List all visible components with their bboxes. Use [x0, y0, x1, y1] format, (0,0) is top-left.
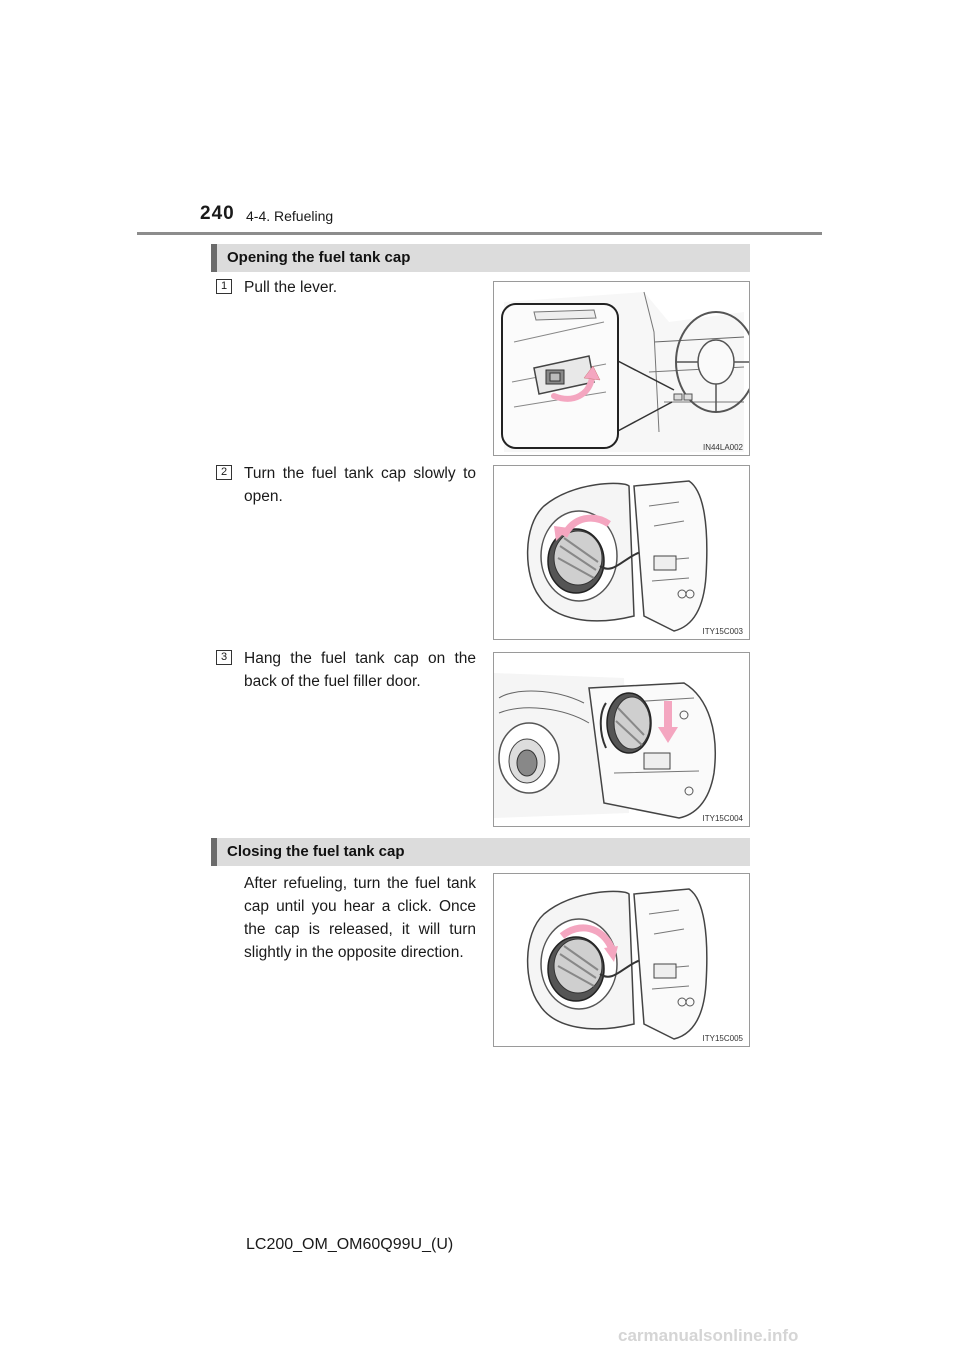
watermark: carmanualsonline.info	[618, 1326, 799, 1345]
step-text-3: Hang the fuel tank cap on the back of th…	[244, 650, 476, 690]
manual-code: LC200_OM_OM60Q99U_(U)	[246, 1236, 454, 1253]
section-heading-closing-title: Closing the fuel tank cap	[227, 843, 405, 860]
figure-fuel-cap-close: ITY15C005	[493, 873, 750, 1047]
closing-text: After refueling, turn the fuel tank cap …	[244, 875, 476, 961]
figure-fuel-cap-open: ITY15C003	[493, 465, 750, 640]
fuel-cap-close-illustration	[526, 888, 708, 1040]
section-breadcrumb: 4-4. Refueling	[246, 208, 334, 224]
step-text-2: Turn the fuel tank cap slowly to open.	[244, 465, 476, 505]
step-number-1: 1	[216, 279, 232, 294]
header-divider	[137, 232, 822, 235]
figure-code-3: ITY15C004	[702, 814, 743, 823]
step-number-2: 2	[216, 465, 232, 480]
section-heading-opening-title: Opening the fuel tank cap	[227, 249, 411, 266]
figure-code-1: IN44LA002	[702, 443, 743, 452]
fuel-door-lever-illustration	[501, 291, 749, 452]
section-heading-closing: Closing the fuel tank cap	[211, 838, 750, 866]
fuel-cap-hang-illustration	[494, 673, 716, 819]
section-heading-opening: Opening the fuel tank cap	[211, 244, 750, 272]
figure-fuel-door-lever: IN44LA002	[493, 281, 750, 456]
figure-code-4: ITY15C005	[702, 1034, 743, 1043]
step-number-3: 3	[216, 650, 232, 665]
figure-code-2: ITY15C003	[702, 627, 743, 636]
fuel-cap-open-illustration	[526, 480, 708, 632]
step-text-1: Pull the lever.	[244, 279, 338, 296]
figure-fuel-cap-hang: ITY15C004	[493, 652, 750, 827]
page-number: 240	[200, 203, 235, 224]
